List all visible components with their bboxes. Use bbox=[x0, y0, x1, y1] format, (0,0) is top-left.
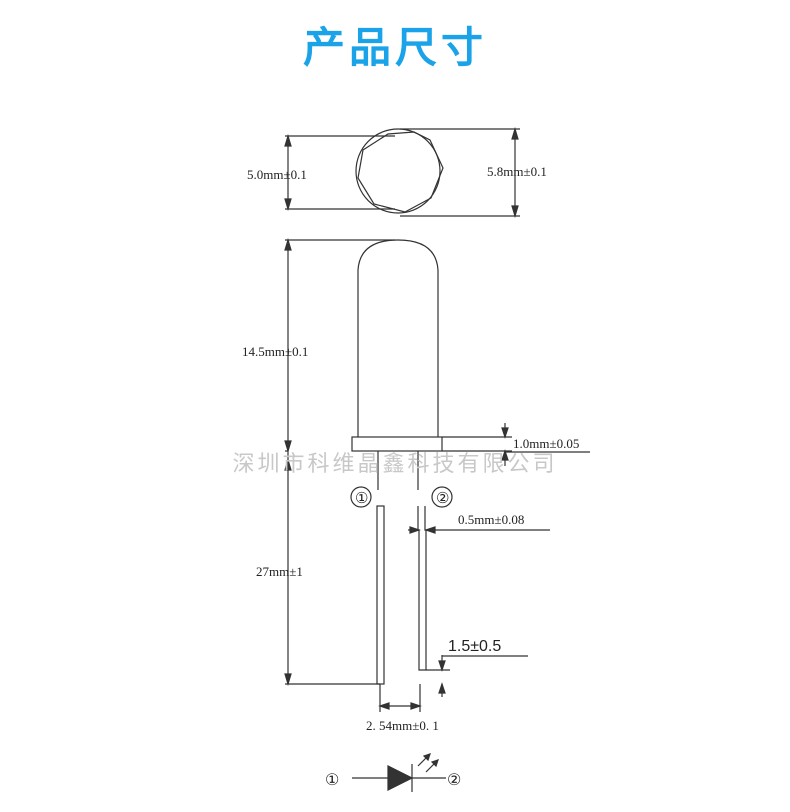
pin-2-number: ② bbox=[436, 491, 449, 507]
inner-diameter-label: 5.0mm±0.1 bbox=[247, 167, 307, 182]
led-body bbox=[357, 239, 439, 437]
inner-octagon bbox=[357, 131, 444, 213]
led-flange bbox=[351, 436, 443, 452]
lead-spacing-label: 2. 54mm±0. 1 bbox=[366, 718, 439, 733]
body-height-label: 14.5mm±0.1 bbox=[242, 344, 308, 359]
outer-circle bbox=[355, 128, 441, 214]
watermark-text: 深圳市科维晶鑫科技有限公司 bbox=[232, 452, 558, 477]
led-diode-symbol bbox=[352, 753, 446, 792]
pin-1-marker bbox=[350, 486, 372, 508]
outer-diameter-label: 5.8mm±0.1 bbox=[487, 164, 547, 179]
lead-width-label: 0.5mm±0.08 bbox=[458, 512, 524, 527]
side-view bbox=[284, 237, 590, 712]
diode-triangle bbox=[387, 765, 414, 791]
top-view bbox=[284, 126, 520, 219]
symbol-pin-1: ① bbox=[325, 772, 339, 789]
lead-length-label: 27mm±1 bbox=[256, 564, 303, 579]
symbol-pin-2: ② bbox=[447, 772, 461, 789]
pin-2-marker bbox=[431, 486, 453, 508]
page-title: 产品尺寸 bbox=[302, 23, 487, 72]
pin-1-number: ① bbox=[355, 491, 368, 507]
lead-2 bbox=[417, 506, 427, 671]
flange-height-label: 1.0mm±0.05 bbox=[513, 436, 579, 451]
lead-offset-label: 1.5±0.5 bbox=[448, 638, 501, 655]
lead-1 bbox=[376, 505, 385, 685]
